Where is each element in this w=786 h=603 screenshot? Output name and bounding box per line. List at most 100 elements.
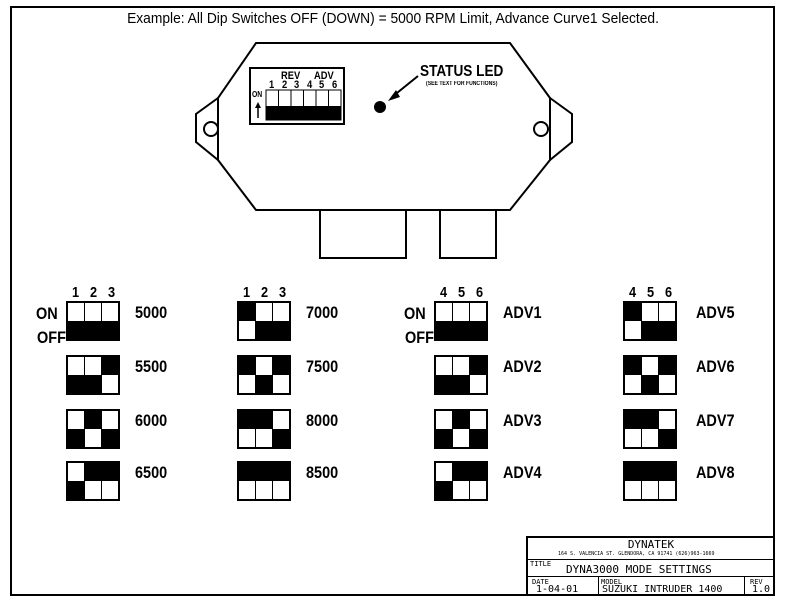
module-housing (217, 42, 551, 211)
switch-upper-cell (68, 411, 84, 429)
title-row: TITLE DYNA3000 MODE SETTINGS (528, 560, 774, 577)
setting-label: ADV1 (503, 303, 542, 322)
company-address: 164 S. VALENCIA ST. GLENDORA, CA 91741 (… (558, 551, 715, 557)
switch-lower-cell (273, 321, 289, 339)
switch-number-label: 2 (90, 284, 98, 301)
example-caption: Example: All Dip Switches OFF (DOWN) = 5… (127, 10, 659, 27)
switch-upper-cell (102, 303, 118, 321)
vehicle-model: SUZUKI INTRUDER 1400 (602, 584, 723, 595)
switch-upper-cell (68, 357, 84, 375)
switch-lower-cell (102, 429, 118, 447)
switch-lower-cell (68, 321, 84, 339)
module-switch-number: 5 (319, 79, 325, 91)
switch-upper-cell (239, 463, 255, 481)
switch-number-label: 5 (458, 284, 466, 301)
switch-upper-cell (85, 463, 101, 481)
switch-upper-cell (659, 357, 675, 375)
switch-lower-cell (85, 429, 101, 447)
dip-switch-position (68, 411, 85, 447)
dip-switch-setting (237, 301, 291, 341)
switch-upper-cell (256, 303, 272, 321)
dip-switch-position (470, 303, 486, 339)
switch-lower-cell (642, 321, 658, 339)
dip-switch-position (453, 357, 470, 393)
switch-lower-cell (453, 429, 469, 447)
dip-switch-position (273, 463, 289, 499)
dip-switch-position (273, 411, 289, 447)
dip-switch-position (470, 357, 486, 393)
setting-label: 7000 (306, 303, 339, 322)
dip-switch-position (436, 357, 453, 393)
dip-switch-position (436, 411, 453, 447)
switch-upper-cell (239, 303, 255, 321)
switch-upper-cell (453, 357, 469, 375)
switch-lower-cell (625, 429, 641, 447)
switch-upper-cell (85, 303, 101, 321)
dip-switch-position (239, 463, 256, 499)
switch-lower-cell (273, 481, 289, 499)
right-mounting-ear (549, 97, 573, 161)
module-switch-number: 4 (306, 79, 312, 91)
switch-upper-cell (256, 357, 272, 375)
drawing-title: DYNA3000 MODE SETTINGS (566, 563, 712, 576)
switch-number-label: 4 (440, 284, 448, 301)
switch-upper-cell (102, 357, 118, 375)
dip-switch-position (436, 463, 453, 499)
dip-switch-setting (623, 409, 677, 449)
module-switch-lever (291, 106, 304, 120)
switch-upper-cell (470, 411, 486, 429)
switch-lower-cell (453, 481, 469, 499)
switch-upper-cell (453, 411, 469, 429)
drawing-frame (10, 6, 775, 596)
switch-upper-cell (659, 463, 675, 481)
switch-upper-cell (470, 303, 486, 321)
switch-number-label: 5 (647, 284, 655, 301)
dip-switch-setting (66, 301, 120, 341)
switch-upper-cell (436, 411, 452, 429)
switch-upper-cell (642, 463, 658, 481)
switch-lower-cell (102, 321, 118, 339)
dip-switch-position (453, 411, 470, 447)
setting-label: 8500 (306, 463, 339, 482)
switch-lower-cell (68, 481, 84, 499)
switch-upper-cell (436, 357, 452, 375)
setting-label: 7500 (306, 357, 339, 376)
switch-upper-cell (625, 357, 641, 375)
setting-label: ADV7 (696, 411, 735, 430)
dip-switch-setting (237, 409, 291, 449)
switch-number-label: 6 (665, 284, 673, 301)
title-caption: TITLE (530, 560, 552, 568)
dip-switch-position (239, 303, 256, 339)
switch-upper-cell (273, 303, 289, 321)
module-switch-number: 6 (331, 79, 337, 91)
switch-lower-cell (256, 429, 272, 447)
switch-lower-cell (256, 481, 272, 499)
switch-number-label: 1 (72, 284, 80, 301)
module-switch-lever (266, 106, 279, 120)
switch-lower-cell (102, 375, 118, 393)
setting-label: ADV4 (503, 463, 542, 482)
dip-switch-position (68, 303, 85, 339)
dip-switch-position (470, 463, 486, 499)
switch-number-label: 2 (261, 284, 269, 301)
drawing-date: 1-04-01 (536, 584, 579, 595)
switch-upper-cell (436, 463, 452, 481)
switch-lower-cell (642, 481, 658, 499)
module-switch-lever (303, 106, 316, 120)
setting-label: 6500 (135, 463, 168, 482)
switch-lower-cell (239, 429, 255, 447)
switch-upper-cell (453, 463, 469, 481)
on-label: ON (36, 304, 58, 323)
on-label: ON (404, 304, 426, 323)
dip-switch-position (470, 411, 486, 447)
company-name: DYNATEK (627, 538, 675, 551)
dip-switch-position (273, 303, 289, 339)
switch-lower-cell (625, 375, 641, 393)
dip-switch-position (102, 463, 118, 499)
switch-lower-cell (642, 375, 658, 393)
switch-upper-cell (453, 303, 469, 321)
dip-switch-setting (623, 301, 677, 341)
setting-label: ADV8 (696, 463, 735, 482)
switch-lower-cell (470, 481, 486, 499)
switch-lower-cell (625, 321, 641, 339)
